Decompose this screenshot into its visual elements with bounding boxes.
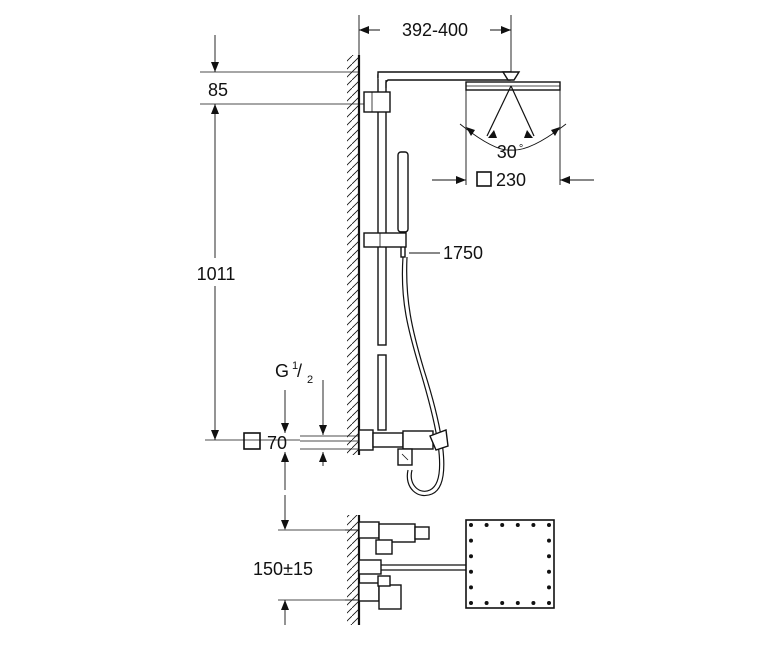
- plate-screw-dot: [547, 523, 551, 527]
- plate-screw-dot: [500, 601, 505, 605]
- shower-riser-rail: [363, 71, 511, 431]
- plate-screw-dot: [469, 569, 473, 574]
- thread-main-label: G: [275, 361, 289, 381]
- plate-screw-dot: [547, 601, 551, 605]
- hose-length-label: 1750: [443, 243, 483, 263]
- dimension-inlet-spacing: 150±15: [253, 495, 358, 625]
- dimension-plate-size: 70: [243, 390, 289, 490]
- plate-screw-dot: [531, 523, 536, 527]
- wall-upper: [347, 55, 361, 455]
- dimension-spray-angle: 30°: [459, 123, 567, 162]
- square-symbol-icon: [243, 432, 261, 450]
- top-width-label: 392-400: [402, 20, 468, 40]
- square-symbol-icon: [476, 171, 492, 187]
- plate-screw-dot: [515, 601, 520, 605]
- wall-plate: [465, 519, 555, 609]
- plate-screw-dot: [469, 554, 473, 559]
- plate-screw-dot: [484, 601, 489, 605]
- thread-denominator: 2: [307, 374, 313, 386]
- plate-screw-dot: [469, 538, 473, 543]
- upper-mixer-valve: [300, 429, 449, 466]
- thread-numerator: 1: [292, 360, 298, 372]
- wall-lower: [347, 515, 361, 625]
- dimension-vertical-height: 1011: [188, 258, 300, 441]
- plate-screw-dot: [547, 538, 551, 543]
- plate-screw-dot: [515, 523, 520, 527]
- plate-screw-dot: [547, 554, 551, 559]
- dimension-top-width: 392-400: [358, 15, 512, 80]
- plate-size-label: 70: [267, 433, 287, 453]
- head-size-label: 230: [496, 170, 526, 190]
- vertical-height-label: 1011: [197, 264, 236, 284]
- shower-head: [465, 71, 561, 185]
- plate-screw-dot: [547, 569, 551, 574]
- thread-slash: /: [297, 361, 302, 381]
- plate-screw-dot: [531, 601, 536, 605]
- plate-screw-dot: [500, 523, 505, 527]
- dimension-head-size: 230: [432, 170, 594, 190]
- plate-screw-dot: [547, 585, 551, 590]
- inlet-spacing-label: 150±15: [253, 559, 313, 579]
- dimension-hose-length: 1750: [409, 243, 483, 263]
- plate-screw-dot: [484, 523, 489, 527]
- dimension-top-offset: 85: [200, 35, 365, 440]
- plate-screw-dot: [469, 585, 473, 590]
- top-offset-label: 85: [208, 80, 228, 100]
- thread-spec: G 1 / 2: [275, 360, 327, 466]
- plate-screw-dot: [469, 523, 473, 527]
- spray-angle-label: 30°: [497, 142, 523, 162]
- shower-hose: [401, 256, 445, 497]
- plate-screw-dot: [469, 601, 473, 605]
- hand-shower: [363, 151, 409, 258]
